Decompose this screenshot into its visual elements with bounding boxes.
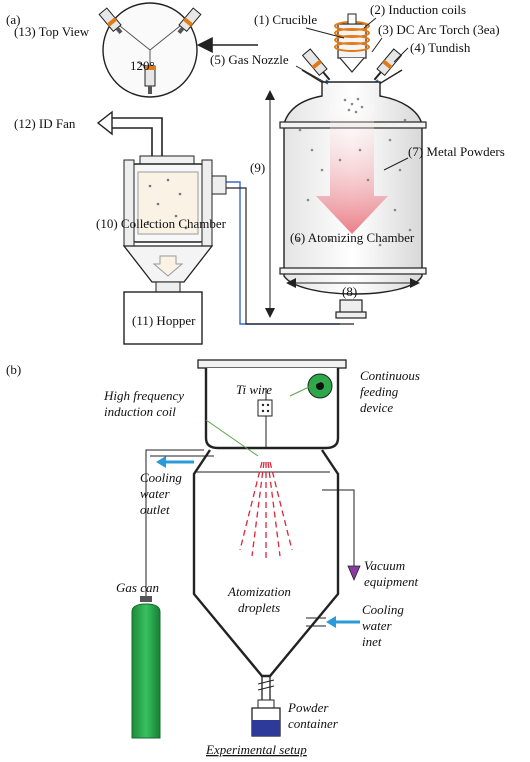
atomization-label-2: droplets (238, 600, 280, 615)
feeding-device-label-3: device (360, 400, 393, 415)
collection-chamber (122, 155, 227, 293)
cooling-outlet-label-2: water (140, 486, 171, 501)
vacuum-line (322, 489, 355, 566)
cooling-inlet-label-3: inet (362, 634, 382, 649)
feeding-device-label-1: Continuous (360, 368, 420, 383)
powder-container (251, 699, 281, 737)
hopper-label: (11) Hopper (132, 313, 196, 328)
vacuum-label-1: Vacuum (364, 558, 405, 573)
crucible-label: (1) Crucible (254, 12, 317, 27)
atomizing-chamber-label: (6) Atomizing Chamber (290, 230, 415, 245)
crucible-assembly (334, 13, 370, 73)
coil-leader (205, 419, 259, 457)
hf-coil-label-1: High frequency (103, 388, 184, 403)
induction-coils-label: (2) Induction coils (370, 2, 466, 17)
top-view-label: (13) Top View (14, 24, 90, 39)
vacuum-label-2: equipment (364, 574, 419, 589)
height-dimension-label: (9) (250, 160, 265, 175)
dc-arc-torch-left (301, 48, 331, 81)
gas-can-label: Gas can (116, 580, 159, 595)
angle-label: 120° (130, 58, 155, 73)
vacuum-icon (347, 565, 361, 582)
collection-chamber-label: (10) Collection Chamber (96, 216, 227, 231)
dc-arc-torch-label: (3) DC Arc Torch (3ea) (378, 22, 500, 37)
id-fan-label: (12) ID Fan (14, 116, 76, 131)
hopper-box (123, 291, 203, 345)
width-dimension-label: (8) (342, 284, 357, 299)
cooling-inlet-label-2: water (362, 618, 393, 633)
metal-powders-label: (7) Metal Powders (408, 144, 505, 159)
gas-cylinder (131, 596, 161, 739)
feeder-leader (289, 377, 329, 397)
cooling-outlet-label-3: outlet (140, 502, 170, 517)
tundish-label: (4) Tundish (410, 40, 471, 55)
cooling-outlet-label-1: Cooling (140, 470, 182, 485)
gas-line (145, 449, 204, 596)
feeding-housing (197, 359, 347, 450)
atomization-label-1: Atomization (227, 584, 291, 599)
dc-arc-torch-right (373, 48, 403, 81)
cooling-inlet-label-1: Cooling (362, 602, 404, 617)
feeding-device-label-2: feeding (360, 384, 399, 399)
atomizing-chamber (279, 81, 427, 319)
figure-caption: Experimental setup (205, 742, 307, 757)
top-view-diagram (98, 2, 202, 98)
powder-container-label-2: container (288, 716, 339, 731)
id-fan-duct (112, 127, 153, 156)
id-fan-arrow-icon (96, 110, 113, 136)
metal-powder-dots (296, 97, 412, 247)
ti-wire-label: Ti wire (236, 382, 272, 397)
panel-label-a: (a) (6, 12, 20, 27)
atomization-spray (239, 461, 293, 560)
hf-coil-label-2: induction coil (104, 404, 176, 419)
powder-container-label-1: Powder (287, 700, 329, 715)
panel-label-b: (b) (6, 362, 21, 377)
gas-nozzle-label: (5) Gas Nozzle (210, 52, 289, 67)
